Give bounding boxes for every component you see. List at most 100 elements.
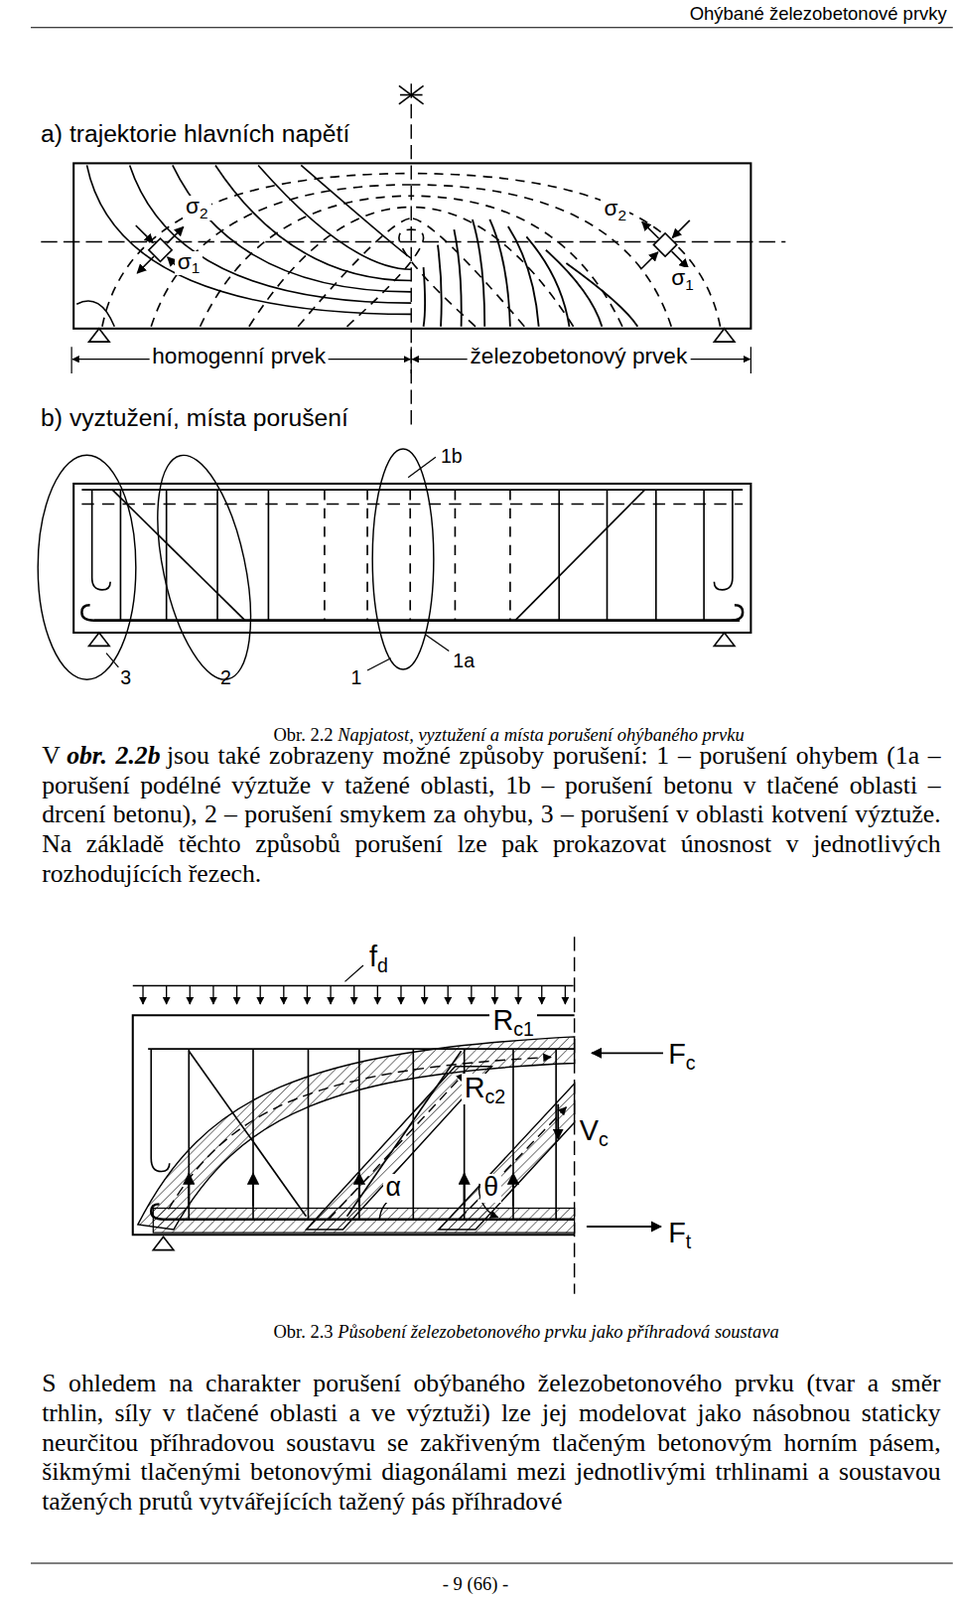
stirrup-dashed (408, 489, 411, 621)
stress-trajectory-dashed (347, 229, 424, 327)
stirrup (702, 489, 705, 621)
crack-line (508, 226, 540, 327)
load-arrow (423, 984, 425, 1003)
crack-line (545, 250, 603, 327)
stirrup (165, 489, 168, 621)
stress-trajectory-dashed (200, 195, 412, 327)
label-text: V (579, 1113, 599, 1146)
stirrup (606, 489, 609, 621)
load-arrow (494, 984, 496, 1003)
stirrup-dashed (509, 489, 512, 621)
stress-arrow (672, 220, 689, 238)
tie-force-arrow (463, 1173, 466, 1207)
strut-direction (328, 1073, 465, 1220)
callout-number: 1 (351, 668, 363, 688)
stress-trajectory-dashed (410, 184, 672, 327)
load-arrow (517, 984, 519, 1003)
drawing (30, 27, 953, 1563)
stirrup (655, 489, 658, 621)
stress-arrow (166, 226, 184, 244)
label-text: obr. 2.2b (66, 740, 160, 770)
stress-symbol: σ2 (600, 197, 630, 223)
crack-line (489, 219, 511, 327)
bent-bar (112, 489, 246, 621)
label-text: σ (603, 195, 618, 221)
label-text: c2 (484, 1085, 506, 1107)
label-text: b) vyztužení, místa porušení (40, 404, 349, 431)
label-text: σ (177, 249, 192, 274)
stress-trajectory-dashed (410, 195, 623, 327)
label-text: c (598, 1127, 609, 1150)
angle-symbol: α (383, 1173, 405, 1203)
label-text: θ (483, 1171, 499, 1202)
label-text: S ohledem na charakter porušení obýbanéh… (41, 1367, 942, 1514)
load-arrow (470, 984, 472, 1003)
label-text: jsou také zobrazeny možné způsoby poruše… (41, 740, 942, 887)
dashed-bar (81, 503, 743, 506)
label-text: α (386, 1171, 402, 1202)
label-text: R (464, 1071, 486, 1103)
force-arrow (586, 1225, 662, 1227)
footer-rule (30, 1561, 953, 1563)
label-text: c (685, 1051, 696, 1074)
stirrup (307, 1048, 310, 1220)
stirrup (554, 1048, 557, 1220)
stress-trajectory-dashed (297, 218, 411, 327)
callout-number: 2 (220, 668, 232, 688)
leader-line (367, 658, 392, 671)
load-arrow (377, 984, 379, 1003)
stirrup (512, 1048, 515, 1220)
strut-direction (168, 1056, 551, 1209)
label-text: c1 (513, 1017, 535, 1040)
stress-arrow (640, 252, 658, 270)
stress-trajectory-dashed (150, 184, 411, 327)
tie-force-arrow (512, 1173, 515, 1207)
stress-trajectory (87, 164, 412, 314)
crack-line (437, 245, 442, 327)
label-text: σ (185, 193, 200, 219)
label-text: homogenní prvek (151, 343, 326, 369)
label-text: 2 (220, 666, 232, 688)
label-text: V (41, 740, 61, 770)
beam-outline (73, 483, 751, 633)
label-text: 3 (120, 666, 132, 688)
bent-bar (188, 1050, 306, 1216)
top-bar (147, 1047, 574, 1050)
label-text: železobetonový prvek (470, 343, 688, 369)
stress-arrow (136, 256, 154, 273)
axis-symbol (400, 94, 423, 97)
figure-title: b) vyztužení, místa porušení (40, 406, 349, 431)
label-text: a) trajektorie hlavních napětí (40, 120, 350, 147)
compression-arch (137, 1036, 575, 1229)
bent-bar (515, 489, 645, 621)
load-arrow (189, 984, 191, 1003)
load-line (133, 984, 574, 987)
running-header: Ohýbané železobetonové prvky (689, 4, 948, 24)
label-text: 1a (452, 649, 475, 672)
label-text: t (685, 1229, 691, 1252)
hooked-bar (92, 489, 111, 590)
load-arrow (306, 984, 308, 1003)
label-text: F (668, 1037, 686, 1070)
stirrup (411, 1048, 414, 1220)
stress-symbol: σ1 (174, 251, 204, 276)
dimension-tick (750, 346, 752, 374)
label-text: Působení železobetonového prvku jako pří… (337, 1321, 779, 1342)
crack-line (453, 229, 461, 327)
label-text: 1 (191, 259, 201, 276)
force-symbol: Vc (579, 1115, 609, 1145)
tie-force-arrow (252, 1173, 255, 1207)
stress-trajectory (76, 300, 115, 327)
crack-line (565, 263, 638, 327)
crack-line (472, 219, 485, 327)
load-arrow (329, 984, 331, 1003)
support-triangle (89, 632, 111, 646)
force-arrow (591, 1051, 664, 1054)
stress-arrow (642, 221, 660, 239)
label-text: Ohýbané železobetonové prvky (689, 2, 948, 24)
force-symbol: Fc (668, 1039, 695, 1069)
hooked-bar (713, 489, 732, 590)
figure-title: a) trajektorie hlavních napětí (40, 122, 350, 147)
stirrup-dashed (454, 489, 457, 621)
